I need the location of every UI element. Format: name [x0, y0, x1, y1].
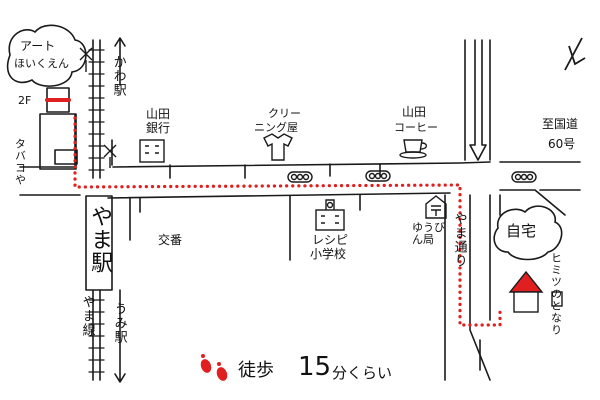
down-arrow [114, 289, 126, 383]
yamada-bank-label-2: 銀行 [146, 121, 171, 135]
police-box-label: 交番 [158, 233, 183, 247]
walking-route [73, 116, 502, 327]
yamada-bank-label-1: 山田 [146, 107, 171, 121]
yama-line-label: やま線 [79, 295, 95, 337]
tobacco-shop-label: タバコや [13, 138, 27, 186]
home-bubble [493, 205, 563, 261]
post-office-icon [425, 195, 447, 219]
walk-time-label-1: 徒歩 [238, 360, 274, 381]
shirt-icon [263, 133, 293, 161]
yamada-coffee-label-2: コーヒー [394, 121, 438, 134]
main-road-bottom-right [107, 192, 451, 199]
yama-station-box [85, 195, 113, 291]
traffic-light-icon [287, 170, 537, 183]
school-label-1: レシピ [312, 233, 349, 247]
cleaning-label-1: クリー [268, 107, 301, 120]
floor-label: 2F [18, 94, 32, 107]
vertical-road-right-low [469, 194, 491, 381]
walk-time-number: 15 [298, 352, 332, 382]
highway-label-1: 至国道 [542, 117, 579, 131]
umi-station-label: うみ駅 [111, 302, 127, 344]
home-next-door-label: ヒミツのとなり [549, 252, 563, 336]
coffee-cup-icon [399, 139, 428, 159]
home-icon [508, 270, 563, 313]
footprints-icon [200, 354, 228, 381]
railroad-crossing-icon [79, 47, 117, 168]
cleaning-label-2: ニング屋 [254, 121, 298, 134]
main-road-top-right [112, 161, 491, 168]
kawa-station-label: かわ駅 [110, 55, 126, 97]
yama-street-label: やま通り [451, 212, 467, 268]
highway-bottom [499, 189, 566, 216]
yama-station-label: やま駅 [87, 205, 113, 274]
highway-label-2: 60号 [548, 137, 576, 151]
home-label: 自宅 [506, 222, 537, 240]
up-arrow [114, 37, 126, 86]
school-label-2: 小学校 [310, 247, 347, 261]
north-arrow-icon [564, 37, 586, 71]
yamada-coffee-label-1: 山田 [402, 105, 427, 119]
post-office-label: ゆうびん局 [412, 221, 445, 246]
bank-icon [139, 139, 165, 163]
school-icon [315, 199, 345, 231]
art-gallery-label-2: ほいくえん [14, 57, 69, 70]
art-bubble [6, 24, 87, 87]
walk-time-label-3: 分くらい [332, 364, 393, 382]
art-gallery-label-1: アート [20, 39, 56, 53]
